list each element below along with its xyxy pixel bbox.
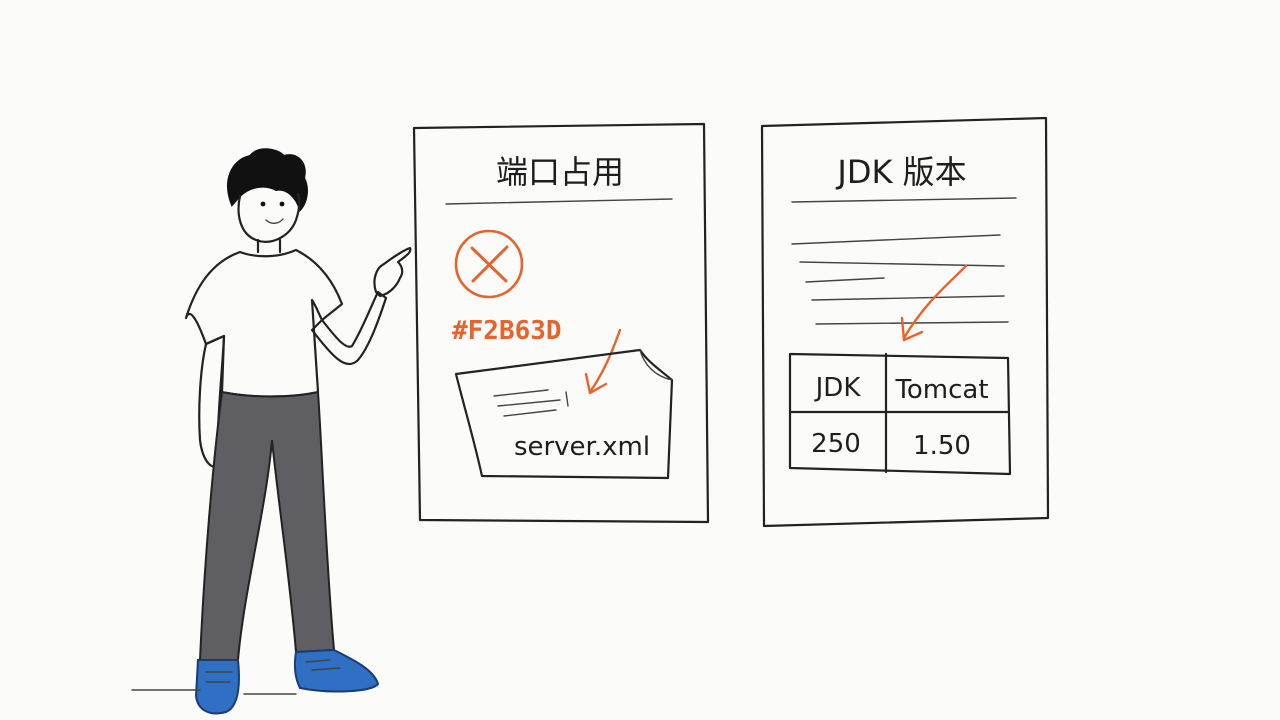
panel-jdk-version: JDK 版本 JDK Tomcat 250 1.50 (760, 116, 1050, 528)
panel-port-title-underline (445, 198, 673, 205)
file-text-lines (493, 389, 561, 417)
version-table: JDK Tomcat 250 1.50 (788, 352, 1012, 476)
close-circle-icon (454, 229, 524, 299)
person-eye-right (279, 201, 285, 207)
panel-jdk-title-underline (791, 197, 1017, 203)
panel-port-border (412, 122, 710, 524)
panel-port-title: 端口占用 (496, 153, 624, 191)
person-figure (131, 148, 412, 715)
arrow-down-left-icon (900, 264, 968, 342)
person-shoe-right (293, 648, 380, 693)
file-name-label: server.xml (514, 432, 650, 462)
table-header-tomcat: Tomcat (894, 375, 988, 405)
placeholder-text-lines (791, 234, 1009, 325)
person-eye-left (260, 201, 266, 207)
person-arm-pointing (310, 290, 388, 366)
arrow-down-left-icon (584, 328, 622, 395)
person-hand-pointing (373, 246, 412, 298)
table-header-jdk: JDK (814, 373, 862, 403)
color-code-label: #F2B63D (452, 316, 562, 346)
file-icon (454, 348, 674, 480)
person-pants (198, 390, 336, 661)
person-smile (265, 218, 284, 224)
panel-jdk-border (760, 116, 1050, 528)
table-cell-tomcat-version: 1.50 (913, 431, 971, 461)
panel-jdk-title: JDK 版本 (835, 153, 966, 191)
file-document: server.xml (454, 348, 674, 480)
person-head (237, 192, 301, 243)
ground-line (131, 689, 297, 695)
table-cell-jdk-version: 250 (811, 429, 861, 459)
panel-port-occupied: 端口占用 #F2B63D server.xml (412, 122, 710, 524)
person-shoe-left (194, 659, 240, 715)
person-hair (227, 148, 308, 212)
